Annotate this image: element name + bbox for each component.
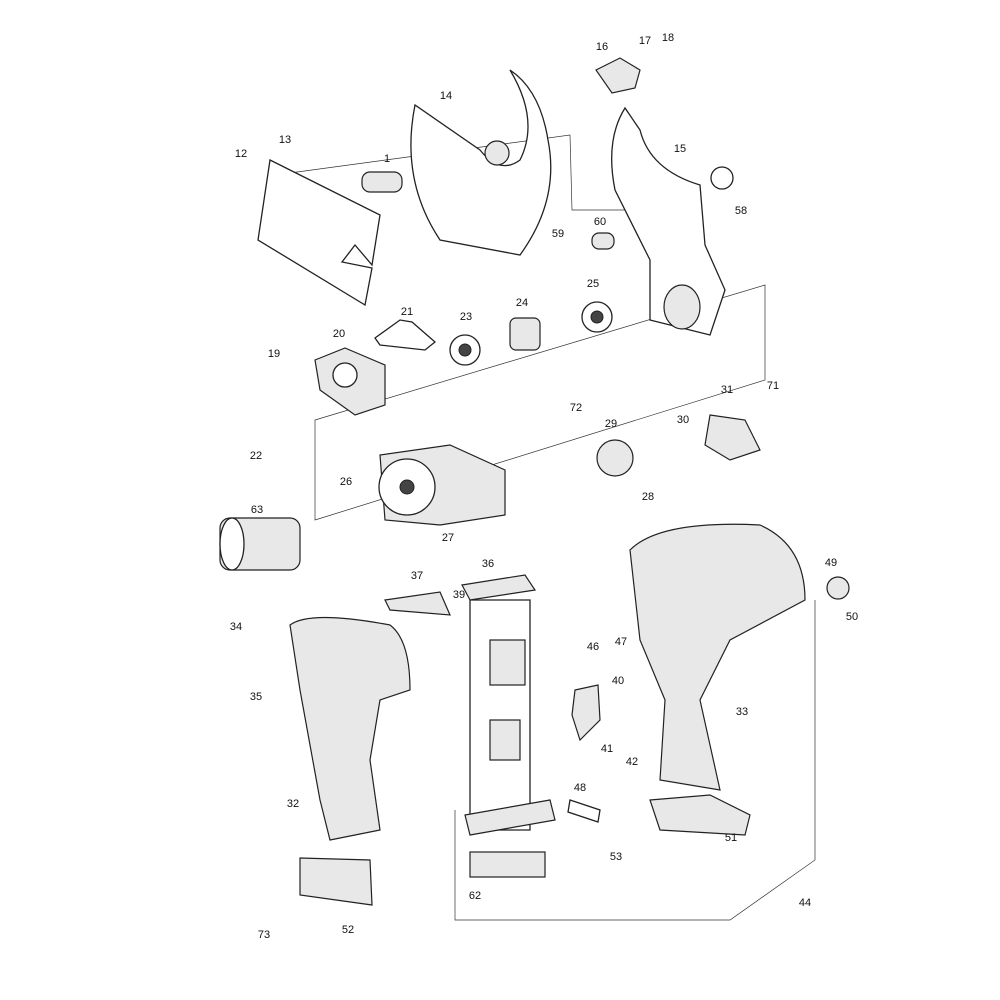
part-label: 25 [587,278,599,290]
part-label: 51 [725,832,737,844]
part-label: 22 [250,450,262,462]
base-51 [649,794,751,836]
housing-33 [629,523,806,791]
part-label: 73 [258,929,270,941]
part-label: 32 [287,798,299,810]
part-16 [595,57,641,94]
part-label: 20 [333,328,345,340]
part-label: 16 [596,41,608,53]
part-label: 15 [674,143,686,155]
part-label: 30 [677,414,689,426]
part-label: 63 [251,504,263,516]
fixed-blade-15 [611,106,726,336]
part-label: 31 [721,384,733,396]
part-label: 47 [615,636,627,648]
part-label: 59 [552,228,564,240]
part-label: 60 [594,216,606,228]
part-label: 46 [587,641,599,653]
part-label: 42 [626,756,638,768]
part-label: 52 [342,924,354,936]
part-label: 58 [735,205,747,217]
part-label: 41 [601,743,613,755]
part-label: 37 [411,570,423,582]
part-label: 27 [442,532,454,544]
part-label: 49 [825,557,837,569]
housing-32 [289,616,411,841]
part-label: 50 [846,611,858,623]
part-label: 40 [612,675,624,687]
part-label: 48 [574,782,586,794]
part-label: 72 [570,402,582,414]
part-label: 12 [235,148,247,160]
part-label: 71 [767,380,779,392]
part-label: 29 [605,418,617,430]
part-label: 28 [642,491,654,503]
part-label: 34 [230,621,242,633]
part-label: 21 [401,306,413,318]
part-label: 36 [482,558,494,570]
part-label: 62 [469,890,481,902]
part-label: 24 [516,297,528,309]
part-label: 18 [662,32,674,44]
part-label: 44 [799,897,811,909]
cutter-blade-14 [410,69,552,256]
part-label: 23 [460,311,472,323]
cover-plate-13 [257,159,381,307]
part-label: 39 [453,589,465,601]
part-label: 1 [384,153,390,165]
part-label: 19 [268,348,280,360]
part-label: 33 [736,706,748,718]
part-label: 17 [639,35,651,47]
part-label: 26 [340,476,352,488]
part-label: 53 [610,851,622,863]
part-label: 13 [279,134,291,146]
part-label: 14 [440,90,452,102]
cover-52 [299,857,373,906]
part-label: 35 [250,691,262,703]
